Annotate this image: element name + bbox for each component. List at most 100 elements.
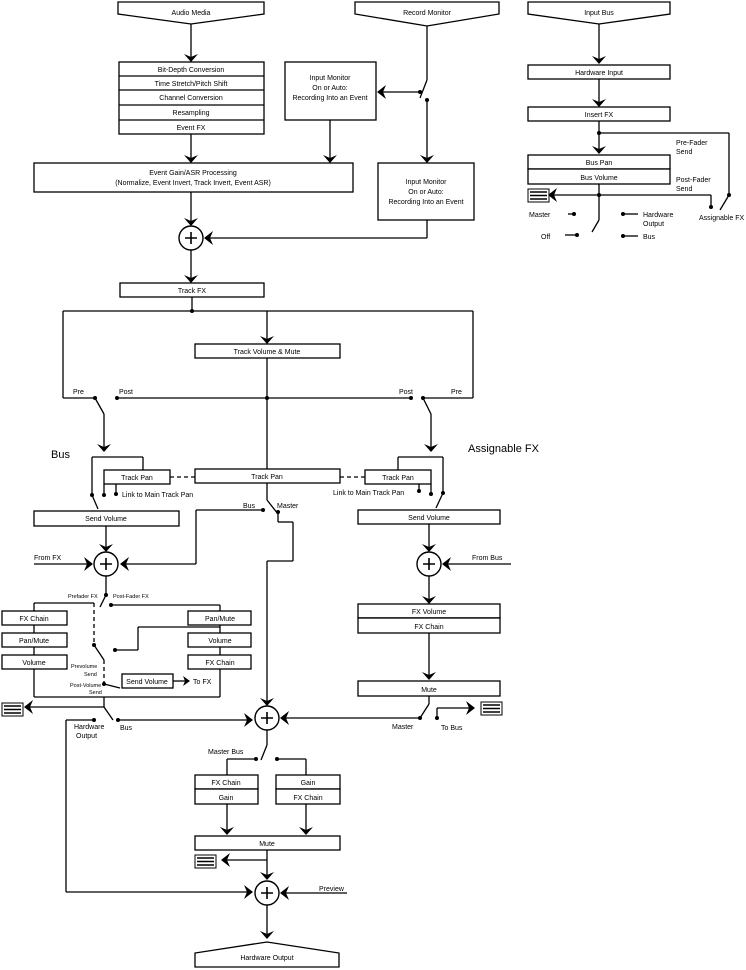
audio-media-source: Audio Media bbox=[117, 1, 265, 25]
meter-master-icon bbox=[194, 854, 217, 869]
meter-fx-icon bbox=[480, 701, 503, 716]
bit-depth-conversion: Bit-Depth Conversion bbox=[158, 67, 225, 74]
svg-text:Track Pan: Track Pan bbox=[251, 474, 283, 481]
input-bus-source: Input Bus bbox=[527, 1, 671, 25]
svg-text:Insert FX: Insert FX bbox=[585, 112, 614, 119]
event-gain-processing: Event Gain/ASR Processing (Normalize, Ev… bbox=[33, 162, 354, 193]
svg-text:Prefader FX: Prefader FX bbox=[68, 594, 98, 600]
svg-text:Send Volume: Send Volume bbox=[408, 515, 450, 522]
svg-text:Pan/Mute: Pan/Mute bbox=[19, 638, 49, 645]
track-pan-main: Track Pan bbox=[194, 468, 341, 484]
svg-text:From FX: From FX bbox=[34, 555, 62, 562]
master-fx-chain-gain: FX Chain Gain bbox=[194, 774, 259, 805]
mute-fx: Mute bbox=[357, 680, 501, 697]
svg-text:Input Bus: Input Bus bbox=[584, 10, 614, 17]
svg-text:Link to Main Track Pan: Link to Main Track Pan bbox=[122, 492, 193, 499]
svg-text:Track Pan: Track Pan bbox=[382, 475, 414, 482]
svg-text:Recording Into an Event: Recording Into an Event bbox=[388, 199, 463, 206]
summing-node-master bbox=[254, 705, 280, 731]
svg-text:FX Chain: FX Chain bbox=[414, 624, 443, 631]
track-volume-mute: Track Volume & Mute bbox=[194, 343, 341, 359]
svg-text:Hardware: Hardware bbox=[643, 212, 673, 219]
event-processing-stack: Bit-Depth Conversion Time Stretch/Pitch … bbox=[118, 61, 265, 135]
svg-text:Track FX: Track FX bbox=[178, 288, 206, 295]
insert-fx: Insert FX bbox=[527, 106, 671, 122]
summing-node-1 bbox=[178, 225, 204, 251]
input-monitor-right: Input Monitor On or Auto: Recording Into… bbox=[377, 162, 475, 221]
svg-text:Pre: Pre bbox=[451, 389, 462, 396]
track-pan-left: Track Pan bbox=[103, 469, 171, 485]
right-fx-chain-stack: Pan/Mute Volume FX Chain bbox=[187, 610, 252, 670]
svg-text:Track Pan: Track Pan bbox=[121, 475, 153, 482]
svg-text:Volume: Volume bbox=[22, 660, 45, 667]
meter-input-bus-icon bbox=[527, 188, 550, 203]
svg-text:On or Auto:: On or Auto: bbox=[408, 189, 443, 196]
svg-text:Master Bus: Master Bus bbox=[208, 749, 244, 756]
svg-text:Gain: Gain bbox=[219, 795, 234, 802]
svg-text:Input Monitor: Input Monitor bbox=[310, 75, 352, 82]
event-fx: Event FX bbox=[177, 125, 206, 132]
svg-text:Post-Fader FX: Post-Fader FX bbox=[113, 594, 149, 600]
hardware-output-terminal: Hardware Output bbox=[194, 941, 340, 968]
time-stretch: Time Stretch/Pitch Shift bbox=[155, 81, 228, 88]
master-mute: Mute bbox=[194, 835, 341, 851]
svg-text:Recording Into an Event: Recording Into an Event bbox=[292, 95, 367, 102]
record-monitor-source: Record Monitor bbox=[354, 1, 500, 27]
svg-text:Send: Send bbox=[676, 149, 692, 156]
svg-text:Send: Send bbox=[84, 672, 97, 678]
svg-text:Bus Volume: Bus Volume bbox=[580, 175, 617, 182]
svg-text:Send: Send bbox=[676, 186, 692, 193]
svg-text:Post: Post bbox=[399, 389, 413, 396]
svg-text:Hardware Output: Hardware Output bbox=[240, 955, 293, 962]
svg-text:FX Chain: FX Chain bbox=[211, 780, 240, 787]
svg-text:To FX: To FX bbox=[193, 679, 212, 686]
svg-text:Bus: Bus bbox=[120, 725, 133, 732]
svg-text:FX Chain: FX Chain bbox=[293, 795, 322, 802]
svg-text:Send Volume: Send Volume bbox=[126, 679, 168, 686]
svg-text:Send: Send bbox=[89, 690, 102, 696]
svg-text:Event Gain/ASR Processing: Event Gain/ASR Processing bbox=[149, 170, 237, 177]
svg-text:Prevolume: Prevolume bbox=[71, 664, 97, 670]
svg-text:Gain: Gain bbox=[301, 780, 316, 787]
svg-text:Track Volume & Mute: Track Volume & Mute bbox=[234, 349, 301, 356]
svg-text:Bus: Bus bbox=[643, 234, 656, 241]
track-fx: Track FX bbox=[119, 282, 265, 298]
send-volume-right: Send Volume bbox=[357, 509, 501, 525]
svg-text:Link to Main Track Pan: Link to Main Track Pan bbox=[333, 490, 404, 497]
svg-text:Pre-Fader: Pre-Fader bbox=[676, 140, 708, 147]
svg-text:Preview: Preview bbox=[319, 886, 345, 893]
hardware-input: Hardware Input bbox=[527, 64, 671, 80]
send-volume-inner: Send Volume bbox=[121, 673, 174, 689]
bus-section-label: Bus bbox=[51, 449, 70, 461]
svg-text:Master: Master bbox=[529, 212, 551, 219]
svg-text:Post-Fader: Post-Fader bbox=[676, 177, 711, 184]
resampling: Resampling bbox=[173, 110, 210, 117]
fx-volume-chain: FX Volume FX Chain bbox=[357, 603, 501, 634]
summing-node-bus bbox=[93, 551, 119, 577]
track-pan-right: Track Pan bbox=[364, 469, 432, 485]
svg-text:Assignable FX: Assignable FX bbox=[699, 215, 744, 222]
svg-text:Output: Output bbox=[643, 221, 664, 228]
svg-text:Hardware: Hardware bbox=[74, 724, 104, 731]
svg-text:Pan/Mute: Pan/Mute bbox=[205, 616, 235, 623]
svg-text:Bus Pan: Bus Pan bbox=[586, 160, 613, 167]
left-fx-chain-stack: FX Chain Pan/Mute Volume bbox=[1, 610, 68, 670]
svg-text:Pre: Pre bbox=[73, 389, 84, 396]
svg-text:Audio Media: Audio Media bbox=[172, 10, 211, 17]
svg-text:Master: Master bbox=[392, 724, 414, 731]
input-monitor-left: Input Monitor On or Auto: Recording Into… bbox=[284, 61, 377, 121]
svg-text:Record Monitor: Record Monitor bbox=[403, 10, 452, 17]
svg-text:FX Chain: FX Chain bbox=[205, 660, 234, 667]
svg-text:Send Volume: Send Volume bbox=[85, 516, 127, 523]
meter-bus-icon bbox=[1, 702, 24, 717]
send-volume-left: Send Volume bbox=[33, 510, 180, 527]
svg-text:Hardware Input: Hardware Input bbox=[575, 70, 623, 77]
bus-pan-volume: Bus Pan Bus Volume bbox=[527, 154, 671, 185]
master-gain-fx-chain: Gain FX Chain bbox=[275, 774, 341, 805]
svg-text:Input Monitor: Input Monitor bbox=[406, 179, 448, 186]
svg-text:Mute: Mute bbox=[259, 841, 275, 848]
svg-text:Volume: Volume bbox=[208, 638, 231, 645]
svg-text:Post: Post bbox=[119, 389, 133, 396]
svg-text:Bus: Bus bbox=[243, 503, 256, 510]
svg-text:Master: Master bbox=[277, 503, 299, 510]
